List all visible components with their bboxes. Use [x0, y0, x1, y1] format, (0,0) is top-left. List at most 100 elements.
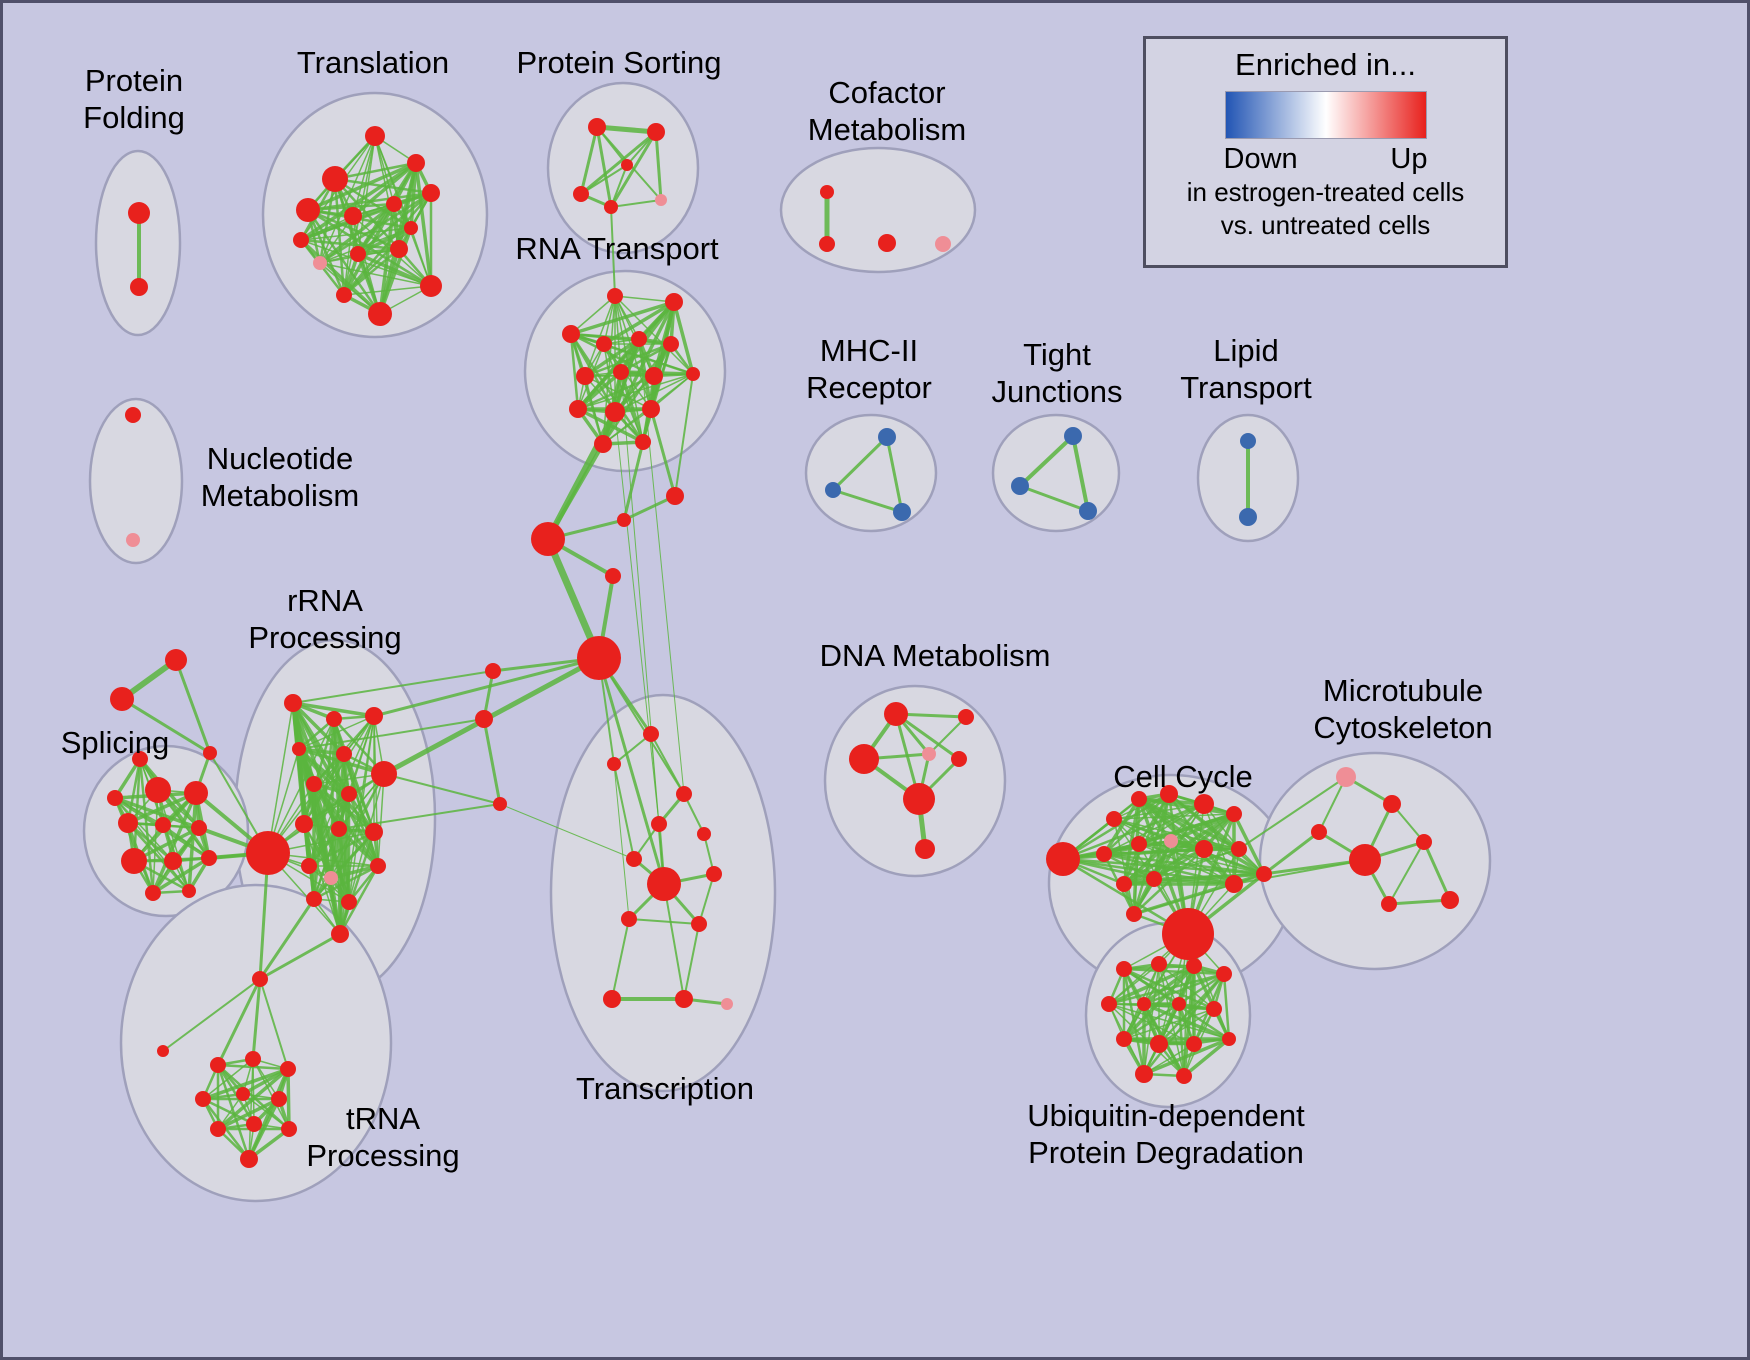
edge [1169, 839, 1266, 876]
node-red [210, 1057, 226, 1073]
node-red [686, 367, 700, 381]
edge [579, 130, 658, 196]
legend-title: Enriched in... [1235, 47, 1416, 82]
node-red [1126, 906, 1142, 922]
edge [120, 697, 212, 755]
node-red [145, 885, 161, 901]
edge [610, 164, 628, 208]
node-red [1162, 908, 1214, 960]
edge [216, 1063, 251, 1161]
node-red [1222, 1032, 1236, 1046]
node-red [281, 1121, 297, 1137]
edge [114, 797, 174, 862]
edge [329, 876, 342, 936]
edge [1138, 803, 1205, 845]
edge [303, 823, 350, 903]
node-red [617, 513, 631, 527]
edge [259, 978, 289, 1070]
edge [594, 124, 659, 135]
edge [312, 864, 380, 901]
edge [885, 435, 904, 514]
edge [1107, 964, 1196, 1006]
edge [306, 191, 433, 212]
node-red [642, 400, 660, 418]
cluster-label-translation: Translation [297, 45, 449, 80]
edge [342, 191, 433, 297]
edge [292, 670, 494, 704]
edge [306, 208, 382, 316]
edge [299, 238, 401, 251]
node-red [588, 118, 606, 136]
node-red [635, 434, 651, 450]
node-red [386, 196, 402, 212]
edge [298, 718, 485, 750]
edge [267, 702, 294, 854]
edge [1122, 967, 1226, 976]
node-red [884, 702, 908, 726]
edge [672, 300, 695, 376]
edge [928, 716, 967, 755]
cluster-ellipse-cofactor-metabolism [779, 146, 977, 274]
edge [187, 791, 198, 893]
node-red [675, 990, 693, 1008]
edge [318, 191, 433, 265]
node-red [691, 916, 707, 932]
node-pink [313, 256, 327, 270]
edge [610, 206, 616, 297]
node-red [295, 815, 313, 833]
edge [1123, 1008, 1215, 1040]
edge [609, 130, 658, 209]
edge [338, 803, 501, 830]
node-blue [893, 503, 911, 521]
edge [286, 1067, 291, 1131]
edge [216, 977, 262, 1067]
node-red [344, 207, 362, 225]
node-red [621, 159, 633, 171]
edge [597, 656, 666, 886]
edge [1102, 792, 1171, 856]
node-red [1106, 811, 1122, 827]
node-red [157, 1045, 169, 1057]
node-red [576, 367, 594, 385]
edge [306, 161, 418, 212]
node-red [573, 186, 589, 202]
edge [319, 262, 432, 287]
edge [383, 773, 501, 805]
edge [202, 1058, 254, 1100]
edge [337, 827, 342, 936]
node-red [1101, 996, 1117, 1012]
node-red [1349, 844, 1381, 876]
node-red [245, 1051, 261, 1067]
cluster-ellipse-tight-junctions [991, 413, 1121, 533]
node-red [903, 783, 935, 815]
edge [1142, 1037, 1231, 1076]
node-red [246, 1116, 262, 1132]
node-red [306, 891, 322, 907]
edge [1318, 776, 1347, 833]
edge [1122, 847, 1206, 886]
node-red [107, 790, 123, 806]
node-red [1441, 891, 1459, 909]
edge [1107, 972, 1226, 1006]
legend-scale-labels: Down Up [1224, 143, 1428, 176]
legend-subtitle-line1: in estrogen-treated cells [1186, 177, 1465, 207]
edge [576, 370, 623, 411]
node-red [390, 240, 408, 258]
edge [251, 977, 262, 1061]
node-red [155, 817, 171, 833]
node-red [341, 894, 357, 910]
node-red [336, 287, 352, 303]
edge [1182, 1037, 1231, 1078]
node-red [128, 202, 150, 224]
edge [614, 411, 660, 825]
cluster-ellipse-trna-processing [119, 883, 393, 1203]
edge [654, 130, 663, 202]
edge [663, 883, 685, 1000]
edge [499, 803, 635, 860]
node-red [676, 786, 692, 802]
edge [1142, 972, 1226, 1006]
node-red [132, 751, 148, 767]
